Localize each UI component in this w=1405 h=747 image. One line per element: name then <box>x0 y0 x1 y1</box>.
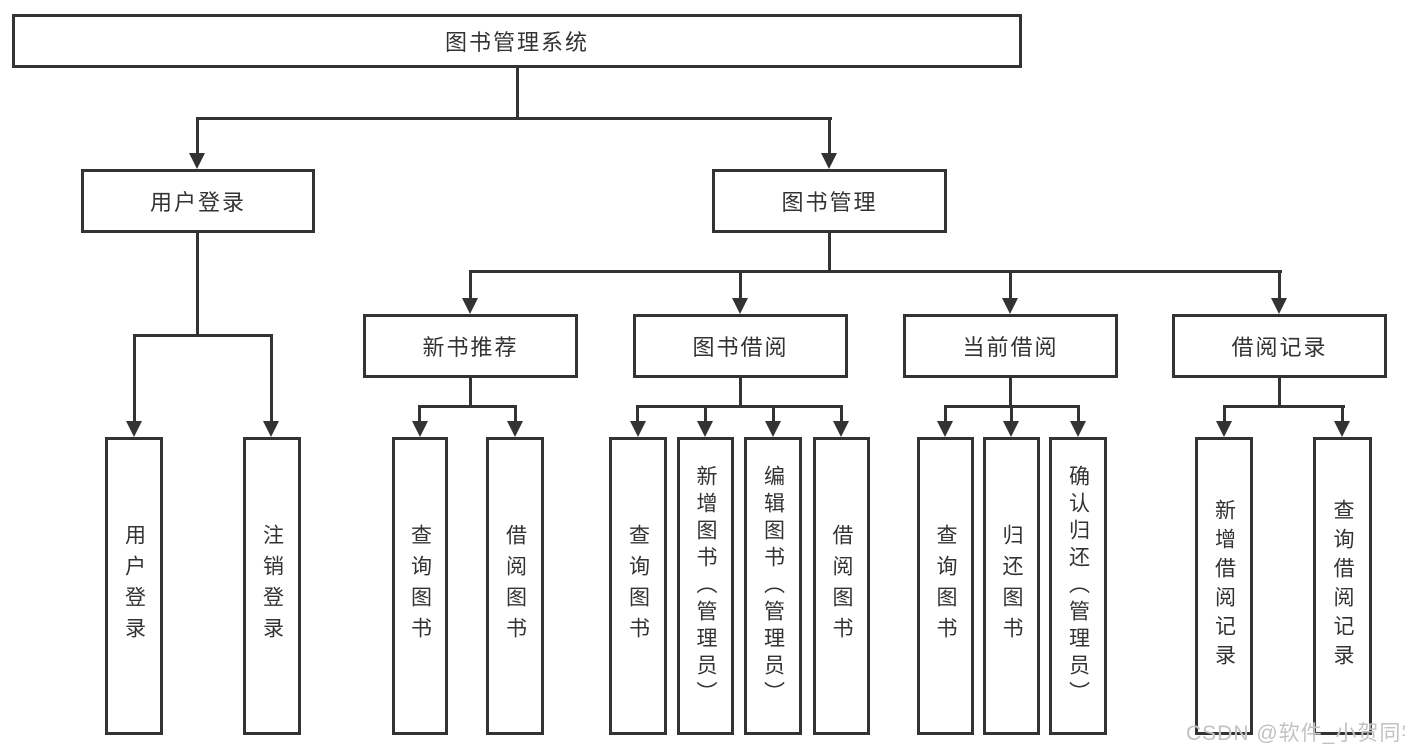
connector-level3-branch <box>469 270 1282 273</box>
leaf-borrow-books-borrowing: 借阅图书 <box>813 437 870 735</box>
leaf-add-borrow-record-label: 新增借阅记录 <box>1212 499 1236 673</box>
connector-groupA-leaf2 <box>514 405 517 425</box>
connector-groupD-stem <box>1278 378 1281 408</box>
watermark-text: CSDN @软件_小贺同学 <box>1186 722 1405 745</box>
leaf-logout: 注销登录 <box>243 437 301 735</box>
connector-book-mgmt-stem <box>828 233 831 273</box>
connector-groupA-branch <box>418 405 517 408</box>
connector-level2-branch <box>196 117 832 120</box>
node-borrowing-records: 借阅记录 <box>1172 314 1387 378</box>
connector-stem-book-borrow <box>739 270 742 300</box>
connector-groupB-leaf4 <box>840 405 843 425</box>
arrowhead-leaf-login <box>126 421 142 437</box>
connector-user-login-stem <box>196 233 199 337</box>
leaf-edit-book-admin-label: 编辑图书（管理员） <box>761 464 785 708</box>
node-book-management-label: 图书管理 <box>781 190 878 215</box>
leaf-add-book-admin: 新增图书（管理员） <box>677 437 734 735</box>
leaf-borrow-books-recommend: 借阅图书 <box>486 437 544 735</box>
arrowhead-user-login <box>189 153 205 169</box>
arrowhead-leaf-logout <box>263 421 279 437</box>
connector-groupC-leaf2 <box>1010 405 1013 425</box>
arrowhead-groupC-leaf1 <box>937 421 953 437</box>
connector-user-login-branch <box>133 334 273 337</box>
connector-stem-book-mgmt <box>828 117 831 155</box>
node-book-management: 图书管理 <box>712 169 947 233</box>
node-current-borrowing: 当前借阅 <box>903 314 1118 378</box>
arrowhead-groupD-leaf1 <box>1216 421 1232 437</box>
connector-stem-borrow-records <box>1278 270 1281 300</box>
connector-groupC-stem <box>1009 378 1012 408</box>
connector-groupB-branch <box>636 405 843 408</box>
arrowhead-groupB-leaf2 <box>697 421 713 437</box>
leaf-query-books-recommend: 查询图书 <box>392 437 448 735</box>
connector-groupB-leaf1 <box>636 405 639 425</box>
node-root-label: 图书管理系统 <box>444 30 589 55</box>
node-borrowing-records-label: 借阅记录 <box>1231 335 1328 360</box>
connector-groupB-leaf3 <box>772 405 775 425</box>
connector-groupA-stem <box>469 378 472 408</box>
leaf-query-books-borrowing-label: 查询图书 <box>626 524 650 648</box>
leaf-user-login-label: 用户登录 <box>122 524 146 648</box>
leaf-confirm-return-admin: 确认归还（管理员） <box>1049 437 1107 735</box>
connector-groupC-leaf3 <box>1077 405 1080 425</box>
leaf-user-login: 用户登录 <box>105 437 163 735</box>
node-user-login: 用户登录 <box>81 169 315 233</box>
node-book-borrowing: 图书借阅 <box>633 314 848 378</box>
leaf-edit-book-admin: 编辑图书（管理员） <box>744 437 802 735</box>
leaf-add-book-admin-label: 新增图书（管理员） <box>694 464 717 708</box>
node-new-book-label: 新书推荐 <box>422 335 519 360</box>
arrowhead-borrow-records <box>1271 298 1287 314</box>
node-root: 图书管理系统 <box>12 14 1022 68</box>
leaf-borrow-books-recommend-label: 借阅图书 <box>503 524 527 648</box>
connector-groupD-leaf2 <box>1341 405 1344 425</box>
connector-groupB-stem <box>739 378 742 408</box>
leaf-query-books-current-label: 查询图书 <box>934 524 957 648</box>
leaf-query-books-current: 查询图书 <box>917 437 974 735</box>
node-current-borrowing-label: 当前借阅 <box>962 335 1059 360</box>
arrowhead-groupB-leaf3 <box>765 421 781 437</box>
node-new-book-recommendation: 新书推荐 <box>363 314 578 378</box>
connector-groupA-leaf1 <box>418 405 421 425</box>
connector-stem-leaf-login <box>133 334 136 424</box>
arrowhead-book-borrow <box>732 298 748 314</box>
arrowhead-book-mgmt <box>821 153 837 169</box>
connector-stem-new-book <box>469 270 472 300</box>
leaf-query-borrow-record: 查询借阅记录 <box>1313 437 1372 735</box>
arrowhead-groupB-leaf1 <box>630 421 646 437</box>
leaf-return-books: 归还图书 <box>983 437 1040 735</box>
leaf-logout-label: 注销登录 <box>260 524 284 648</box>
arrowhead-groupA-leaf1 <box>412 421 428 437</box>
connector-stem-user-login <box>196 117 199 155</box>
arrowhead-current-borrow <box>1002 298 1018 314</box>
leaf-return-books-label: 归还图书 <box>1000 524 1023 648</box>
connector-stem-current-borrow <box>1009 270 1012 300</box>
leaf-add-borrow-record: 新增借阅记录 <box>1195 437 1253 735</box>
arrowhead-groupC-leaf2 <box>1003 421 1019 437</box>
arrowhead-groupA-leaf2 <box>507 421 523 437</box>
leaf-query-books-recommend-label: 查询图书 <box>408 524 432 648</box>
arrowhead-groupC-leaf3 <box>1070 421 1086 437</box>
node-user-login-label: 用户登录 <box>149 190 246 215</box>
connector-stem-leaf-logout <box>270 334 273 424</box>
connector-groupC-leaf1 <box>944 405 947 425</box>
connector-groupB-leaf2 <box>704 405 707 425</box>
arrowhead-groupD-leaf2 <box>1334 421 1350 437</box>
connector-root-stem <box>516 68 519 118</box>
connector-groupD-branch <box>1223 405 1345 408</box>
node-book-borrowing-label: 图书借阅 <box>692 335 789 360</box>
connector-groupD-leaf1 <box>1223 405 1226 425</box>
arrowhead-new-book <box>462 298 478 314</box>
leaf-query-borrow-record-label: 查询借阅记录 <box>1331 499 1354 673</box>
arrowhead-groupB-leaf4 <box>833 421 849 437</box>
leaf-confirm-return-admin-label: 确认归还（管理员） <box>1066 464 1090 708</box>
leaf-borrow-books-borrowing-label: 借阅图书 <box>830 524 853 648</box>
leaf-query-books-borrowing: 查询图书 <box>609 437 667 735</box>
